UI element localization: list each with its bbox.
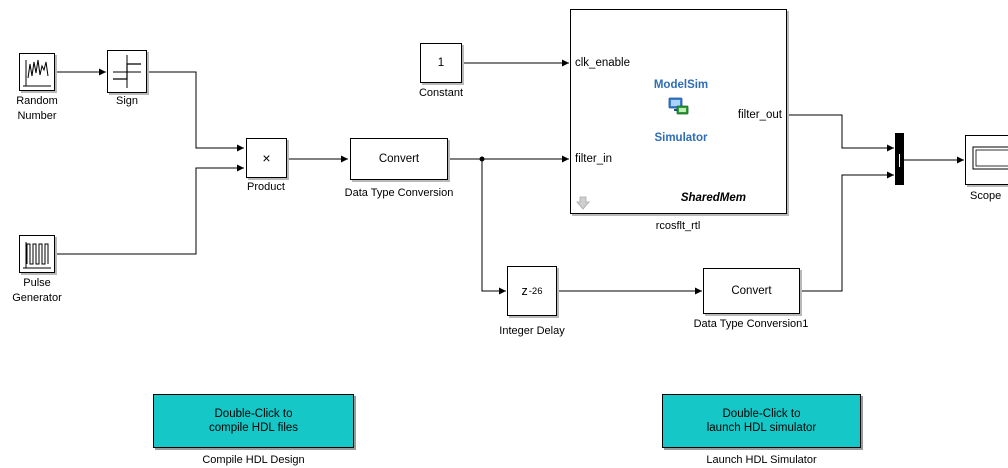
sign-function-icon	[113, 55, 141, 88]
scope-label: Scope	[970, 190, 1002, 202]
shared-mem-mode: SharedMem	[680, 192, 746, 204]
pulse-generator-label: Pulse Generator	[12, 277, 62, 304]
data-type-conversion-block[interactable]: Convert	[350, 138, 448, 180]
delay-expression: z-26	[521, 284, 543, 298]
wire-sign-to-product	[147, 71, 244, 152]
modelsim-brand-bottom: Simulator	[654, 132, 708, 144]
wire-filter-out-to-mux	[787, 114, 894, 152]
port-filter-in: filter_in	[575, 153, 613, 165]
random-signal-icon	[23, 59, 51, 87]
constant-block[interactable]: 1	[420, 43, 462, 83]
constant-label: Constant	[418, 87, 464, 99]
integer-delay-label: Integer Delay	[499, 325, 565, 337]
convert1-text: Convert	[731, 285, 772, 297]
scope-block[interactable]	[965, 135, 1008, 185]
pulse-generator-block[interactable]	[19, 235, 55, 273]
modelsim-logo-icon	[668, 97, 689, 115]
launch-hdl-simulator-label: Launch HDL Simulator	[706, 454, 817, 466]
product-label: Product	[247, 181, 285, 193]
sign-block[interactable]	[107, 50, 147, 93]
pulse-wave-icon	[23, 242, 51, 269]
integer-delay-block[interactable]: z-26	[507, 266, 557, 316]
down-arrow-icon	[576, 196, 590, 210]
data-type-conversion1-block[interactable]: Convert	[703, 268, 800, 314]
product-block[interactable]: ×	[246, 138, 287, 178]
scope-screen-icon	[972, 146, 1008, 170]
launch-hdl-simulator-button[interactable]: Double-Click to launch HDL simulator	[662, 394, 861, 448]
convert-text: Convert	[378, 153, 420, 165]
branch-point	[479, 156, 485, 162]
wire-dtc1-to-mux	[800, 171, 894, 292]
random-number-label: Random Number	[16, 95, 58, 122]
hdl-cosim-label: rcosflt_rtl	[655, 220, 701, 232]
multiply-symbol: ×	[262, 150, 271, 166]
compile-hdl-label: Compile HDL Design	[202, 454, 305, 466]
wire-pulse-to-product	[55, 164, 244, 255]
sign-label: Sign	[115, 95, 139, 107]
wire-branch-to-delay	[481, 159, 506, 295]
hdl-cosim-block[interactable]: clk_enable filter_in filter_out ModelSim…	[570, 9, 787, 214]
data-type-conversion1-label: Data Type Conversion1	[693, 318, 809, 330]
random-number-block[interactable]	[19, 53, 55, 91]
port-clk-enable: clk_enable	[575, 57, 630, 69]
data-type-conversion-label: Data Type Conversion	[344, 187, 454, 199]
constant-value: 1	[437, 57, 445, 69]
modelsim-brand-top: ModelSim	[653, 79, 709, 91]
compile-hdl-button[interactable]: Double-Click to compile HDL files	[153, 394, 354, 448]
port-filter-out: filter_out	[737, 109, 782, 121]
